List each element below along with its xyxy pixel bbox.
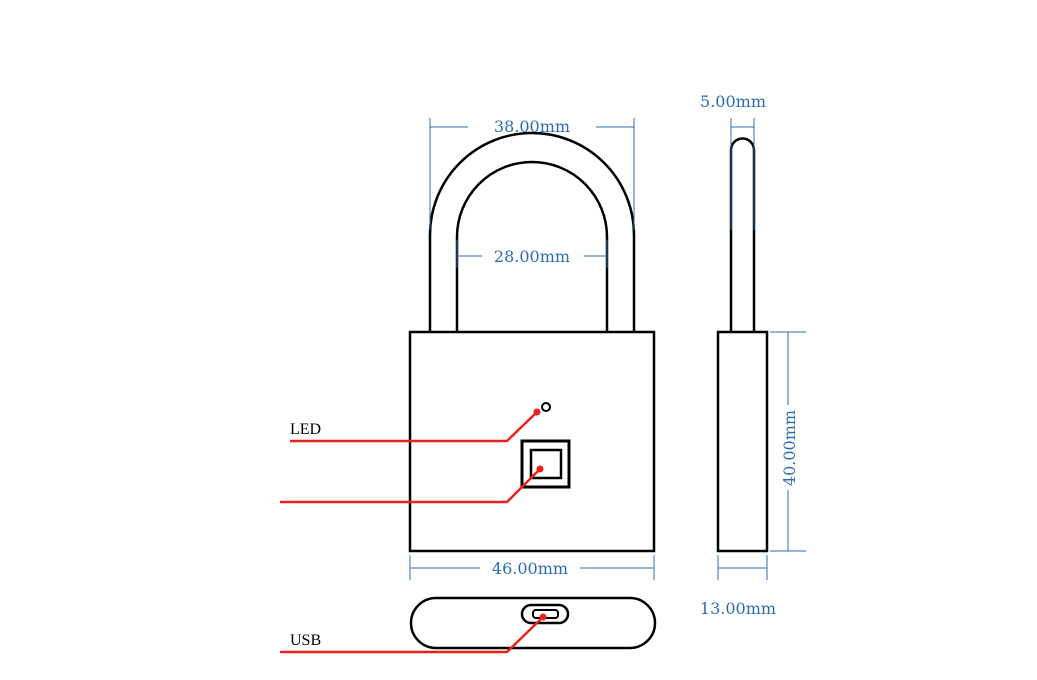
led-leader bbox=[290, 411, 538, 443]
usb-leader bbox=[280, 616, 544, 654]
usb-label: USB bbox=[290, 632, 321, 649]
side-shackle bbox=[729, 137, 756, 332]
bottom-view bbox=[409, 596, 657, 650]
fingerprint-leader-dot bbox=[536, 465, 544, 473]
dim-body-width: 46.00mm bbox=[492, 559, 568, 578]
led-leader-dot bbox=[533, 408, 541, 416]
dim-shackle-outer-width: 38.00mm bbox=[494, 117, 570, 136]
usb-port-outer bbox=[520, 603, 570, 625]
dim-body-height: 40.00mm bbox=[780, 410, 799, 486]
fingerprint-leader bbox=[280, 468, 541, 504]
dim-shackle-thickness: 5.00mm bbox=[700, 92, 766, 111]
fingerprint-sensor-inner bbox=[529, 448, 563, 480]
shackle-outer bbox=[428, 131, 636, 332]
side-body bbox=[716, 330, 769, 553]
dim-body-depth: 13.00mm bbox=[700, 599, 776, 618]
front-view bbox=[408, 131, 656, 553]
led-indicator bbox=[541, 402, 551, 412]
leader-lines bbox=[280, 411, 544, 654]
dimension-lines bbox=[409, 118, 806, 580]
shackle-inner bbox=[455, 160, 609, 332]
bottom-body bbox=[409, 596, 657, 650]
fingerprint-sensor-outer bbox=[520, 439, 571, 489]
led-label: LED bbox=[290, 421, 321, 438]
usb-leader-dot bbox=[539, 613, 547, 621]
dim-shackle-inner-width: 28.00mm bbox=[494, 247, 570, 266]
side-view bbox=[716, 137, 769, 553]
